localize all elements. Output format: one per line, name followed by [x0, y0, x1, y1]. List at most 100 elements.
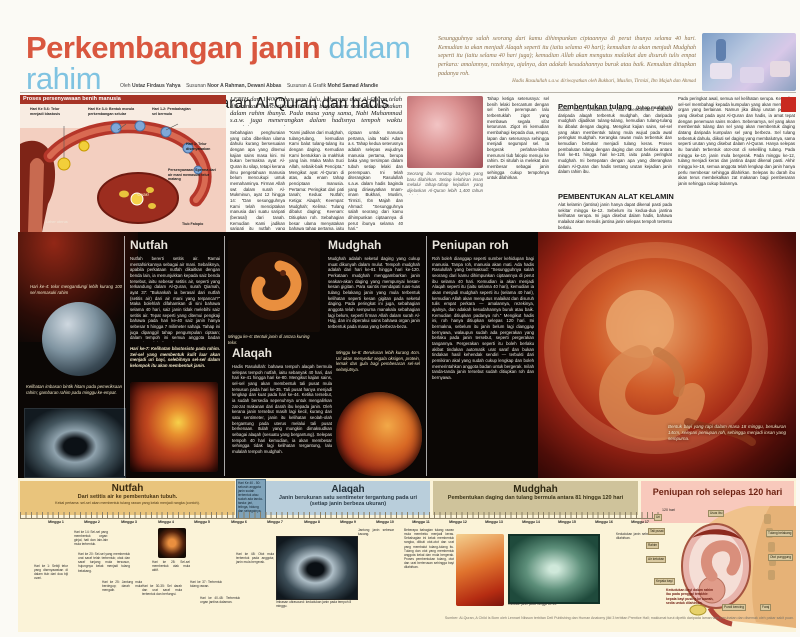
- photo-mother-baby: [407, 96, 483, 168]
- genital-section-text: Alat kelamin (jantina) janin hanya dapat…: [558, 202, 672, 230]
- band-mudghah-line1: Pembentukan daging dan tulang bermula an…: [447, 495, 624, 501]
- bone-section-title-small: (tahap mudghah): [636, 105, 673, 110]
- week-label: Minggu 16: [595, 520, 613, 524]
- band-roh-title: Peniupan roh selepas 120 hari: [652, 487, 783, 497]
- hadith-quote: Sesungguhnya salah seorang dari kamu dih…: [438, 36, 696, 77]
- week-label: Minggu 7: [267, 520, 283, 524]
- article-col3: ciptaan untuk manusia pertama, iaitu Nab…: [348, 130, 403, 230]
- timeline-band-mudghah: Mudghah Pembentukan daging dan tulang be…: [433, 481, 638, 515]
- embryo-art: [240, 252, 308, 320]
- thumb-ultrasound-caption: Imbasan ultrasound: kedudukan janin pada…: [276, 600, 352, 609]
- photo-mother-baby-caption: Seorang ibu menatap bayinya yang baru di…: [407, 171, 483, 195]
- roh-text: Roh boleh dianggap seperti sumber kehidu…: [432, 256, 534, 381]
- pregnant-label-uri: Uri: [654, 514, 663, 521]
- timeline-ruler: [20, 512, 660, 518]
- band-mudghah-title: Mudghah: [513, 484, 558, 495]
- byline-oleh: Ustaz Firdaus Yahya: [131, 83, 181, 89]
- byline-susunan-label: Susunan: [186, 83, 206, 89]
- fertilization-diagram-art: [20, 104, 226, 232]
- callout-day28: Hari ke 28: Sel-sel membentuk otak mula …: [152, 560, 190, 573]
- diagram-label-pembahagian: Hari 1-2: Pembahagian sel bermula: [152, 107, 191, 116]
- band-bluebox-text: Hari Ke 40 - 50: seluruh anggota janin s…: [238, 481, 263, 513]
- callout-before-birth: Kedudukan janin sebelum dilahirkan.: [616, 532, 654, 541]
- caption-fetus: Bentuk bayi yang rapi dalam masa 18 ming…: [668, 424, 786, 441]
- callout-day1: Hari ke 1: Sebiji telur yang disenyawaka…: [34, 564, 68, 581]
- timeline-band-nutfah: Nutfah Dari setitis air ke pembentukan t…: [20, 481, 235, 515]
- thumb-fetus-hand: [456, 534, 504, 606]
- callout-day40: Hari ke 40-48: Terbentuk organ jantina d…: [200, 596, 240, 605]
- diagram-label-blastosis: Hari Ke 5-6: Telur menjadi blastosis: [30, 107, 61, 116]
- callout-day14: Hari ke 14: Sel-sel yang membentuk organ…: [74, 530, 108, 547]
- photo-embryo-week6: [228, 240, 320, 332]
- bassinet-shape: [710, 63, 732, 79]
- caption-ultrasound: Kelihatan imbasan bintik hitam pada peme…: [26, 384, 122, 395]
- photo-alaqah: [336, 392, 422, 476]
- mudghah-heading: Mudghah: [328, 238, 382, 252]
- pregnant-label-otot: Otot punggung: [768, 554, 794, 561]
- caption-blastocyst: Hari ke-4: telur mengandungi lebih kuran…: [30, 284, 122, 295]
- thumb-scan-caption: Imbasan janin pada minggu ke-13.: [508, 602, 557, 606]
- dark-band: Hari ke-4: telur mengandungi lebih kuran…: [18, 232, 796, 478]
- diagram-title-bar: Proses persenyawaan benih manusia: [20, 95, 226, 104]
- photo-implantation: [130, 382, 218, 472]
- week-label: Minggu 17: [631, 520, 649, 524]
- byline: Oleh Ustaz Firdaus Yahya Susunan Noor A …: [120, 83, 450, 89]
- masthead-badge: [781, 97, 796, 112]
- hadith-source: Hadis Rasulullah s.a.w. diriwayatkan ole…: [512, 79, 696, 84]
- nutfah-heading: Nutfah: [130, 238, 168, 252]
- photo-nursery: [702, 33, 796, 91]
- header-rule: [20, 92, 796, 93]
- week-label: Minggu 11: [412, 520, 430, 524]
- diagram-label-tiub: Tiub Falopio: [182, 222, 204, 226]
- byline-oleh-label: Oleh: [120, 83, 131, 89]
- band-separator: [426, 236, 427, 476]
- bone-section-title: Pembentukan tulang: [558, 102, 632, 111]
- pregnant-label-rahim: Rahim: [646, 542, 660, 549]
- source-credit: Sumber: Al-Quran, A Child Is Born oleh L…: [444, 616, 794, 620]
- pregnant-label-kepala: Kepala bayi: [654, 578, 675, 585]
- callout-day48: Hari ke 48: Otot mula terbentuk pada ang…: [236, 552, 274, 565]
- caption-embryo: Minggu ke-6: Bentuk janin di antara kuni…: [228, 334, 310, 345]
- week-label: Minggu 1: [48, 520, 64, 524]
- thumb-embryo-week4: [158, 528, 186, 558]
- roh-heading: Peniupan roh: [432, 238, 509, 252]
- article-intro: LEBIH dari 1,400 tahun yang lalu, bebera…: [230, 96, 402, 126]
- diagram-label-ovari: Ovari: [137, 192, 149, 197]
- page-title-main: Perkembangan janin: [26, 30, 321, 65]
- week-label: Minggu 15: [558, 520, 576, 524]
- byline-grafik: Mohd Samad Afandie: [327, 83, 379, 89]
- pregnant-label-usus: Usus ibu: [708, 510, 725, 517]
- bone-section: Pembentukan tulang (tahap mudghah): [558, 96, 674, 114]
- bone-section-text: Dalam surah Al-Mukminun, Allah memberita…: [558, 107, 672, 175]
- week-label: Minggu 10: [376, 520, 394, 524]
- bassinet-shape: [770, 61, 790, 77]
- pregnant-label-tulangbelakang: Tulang belakang: [766, 530, 794, 537]
- week-label: Minggu 2: [84, 520, 100, 524]
- callout-day30: Hari ke 30-35: Sel darah dan urat saraf …: [142, 584, 182, 597]
- band-nutfah-line1: Dari setitis air ke pembentukan tubuh.: [77, 494, 178, 500]
- band-alaqah-title: Alaqah: [331, 484, 365, 495]
- timeline-band-alaqah: Alaqah Janin berukuran satu sentimeter t…: [266, 481, 430, 515]
- diagram-label-morula: Hari Ke 3-4: Bentuk morula perkembangan …: [88, 107, 135, 116]
- week-label: Minggu 4: [158, 520, 174, 524]
- fertilization-diagram: [20, 104, 226, 232]
- callout-day25: Hari ke 25: Jantung mula berdegup; darah…: [102, 580, 142, 593]
- article-col1: Sebahagian penghuraian yang cuba diberik…: [230, 130, 285, 230]
- mudghah-text: Mudghah adalah seketul daging yang cukup…: [328, 256, 420, 330]
- diagram-label-persenyawaan: Persenyawaan: Sperma dari air mani memas…: [168, 168, 216, 182]
- band-nutfah-title: Nutfah: [111, 483, 144, 494]
- band-nutfah-line2: Kekal pertama: sel-sel akan membentuk tu…: [55, 501, 200, 505]
- byline-grafik-label: Susunan & Grafik: [286, 83, 327, 89]
- band-separator: [124, 236, 125, 476]
- pregnant-label-airketuban: Air ketuban: [646, 556, 667, 563]
- nurse-figure: [716, 39, 726, 61]
- callout-day20: Hari ke 20: Sel-sel yang membentuk urat …: [78, 552, 130, 573]
- byline-susunan: Noor A Rahman, Dewani Abbas: [207, 83, 282, 89]
- pregnant-label-faraj: Faraj: [760, 604, 772, 611]
- caption-alaqah-photo: Minggu ke-8: Berukuran lebih kurang 4cm.…: [336, 350, 420, 373]
- callout-day37: Hari ke 37: Terbentuk tulang rawan.: [190, 580, 222, 589]
- week-label: Minggu 5: [194, 520, 210, 524]
- pregnant-note: Kedudukan bayi dalam rahim ibu pada peng…: [666, 588, 714, 605]
- article-col2: “Kami jadikan dari mudghah, tulang-tulan…: [289, 130, 344, 230]
